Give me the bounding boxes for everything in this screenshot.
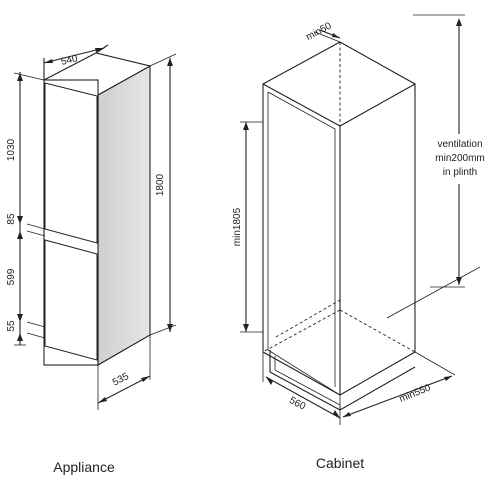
appliance-caption: Appliance [53, 459, 115, 475]
cabinet-caption: Cabinet [316, 455, 364, 471]
ventilation-line-3: in plinth [443, 167, 477, 178]
upper-door [44, 82, 98, 244]
dim-gap-middle: 85 [6, 213, 17, 225]
cabinet-outline [262, 41, 416, 396]
dim-depth-bottom: 535 [111, 371, 131, 389]
dim-plinth: 55 [6, 320, 17, 332]
appliance-side-panel [97, 65, 151, 366]
cabinet-drawing: min50 min1805 ventilation min200mm in pl… [232, 14, 500, 471]
dim-height-upper: 1030 [6, 138, 17, 161]
dim-top-clearance: min50 [304, 20, 334, 43]
dim-total-height: 1800 [155, 173, 166, 196]
lower-door [44, 239, 98, 361]
dim-depth-bottom-cabinet: min550 [398, 382, 433, 405]
dim-height-lower: 599 [6, 268, 17, 285]
ventilation-line-2: min200mm [435, 153, 484, 164]
ventilation-line-1: ventilation [437, 139, 482, 150]
dim-niche-height: min1805 [232, 207, 243, 246]
dim-width-top: 540 [60, 53, 79, 68]
dim-width-bottom: 560 [287, 395, 307, 413]
appliance-drawing: 540 1030 85 599 55 1800 535 Appliance [6, 44, 177, 475]
